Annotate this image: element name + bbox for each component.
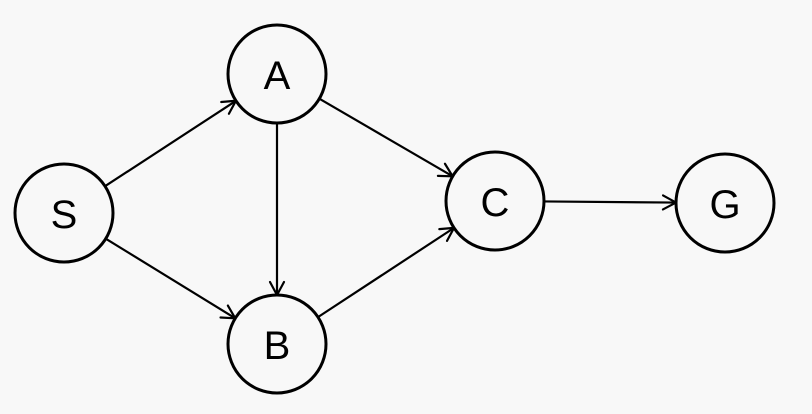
edge-line (104, 99, 237, 188)
node-circle (13, 162, 115, 264)
node-label: A (264, 54, 291, 98)
node-a: A (226, 23, 328, 125)
node-s: S (13, 162, 115, 264)
arrowhead-icon (220, 99, 238, 115)
edge-s-a (104, 99, 238, 188)
node-label: S (51, 193, 78, 237)
edges-layer (104, 97, 678, 320)
edge-a-b (268, 123, 286, 297)
node-label: B (264, 324, 291, 368)
arrowhead-icon (438, 226, 456, 242)
node-circle (674, 152, 776, 254)
node-label: C (481, 181, 510, 225)
edge-line (543, 200, 677, 204)
node-circle (226, 23, 328, 125)
edge-b-c (317, 226, 456, 319)
edge-line (317, 226, 455, 319)
edge-s-b (105, 237, 237, 320)
node-b: B (226, 293, 328, 395)
arrowhead-icon (219, 304, 237, 320)
edge-line (318, 97, 454, 178)
node-c: C (444, 150, 546, 252)
edge-c-g (543, 194, 678, 211)
node-label: G (709, 183, 740, 227)
edge-line (105, 237, 236, 320)
node-circle (444, 150, 546, 252)
nodes-layer: S A B C G (13, 23, 776, 395)
node-circle (226, 293, 328, 395)
edge-a-c (318, 97, 454, 178)
node-g: G (674, 152, 776, 254)
